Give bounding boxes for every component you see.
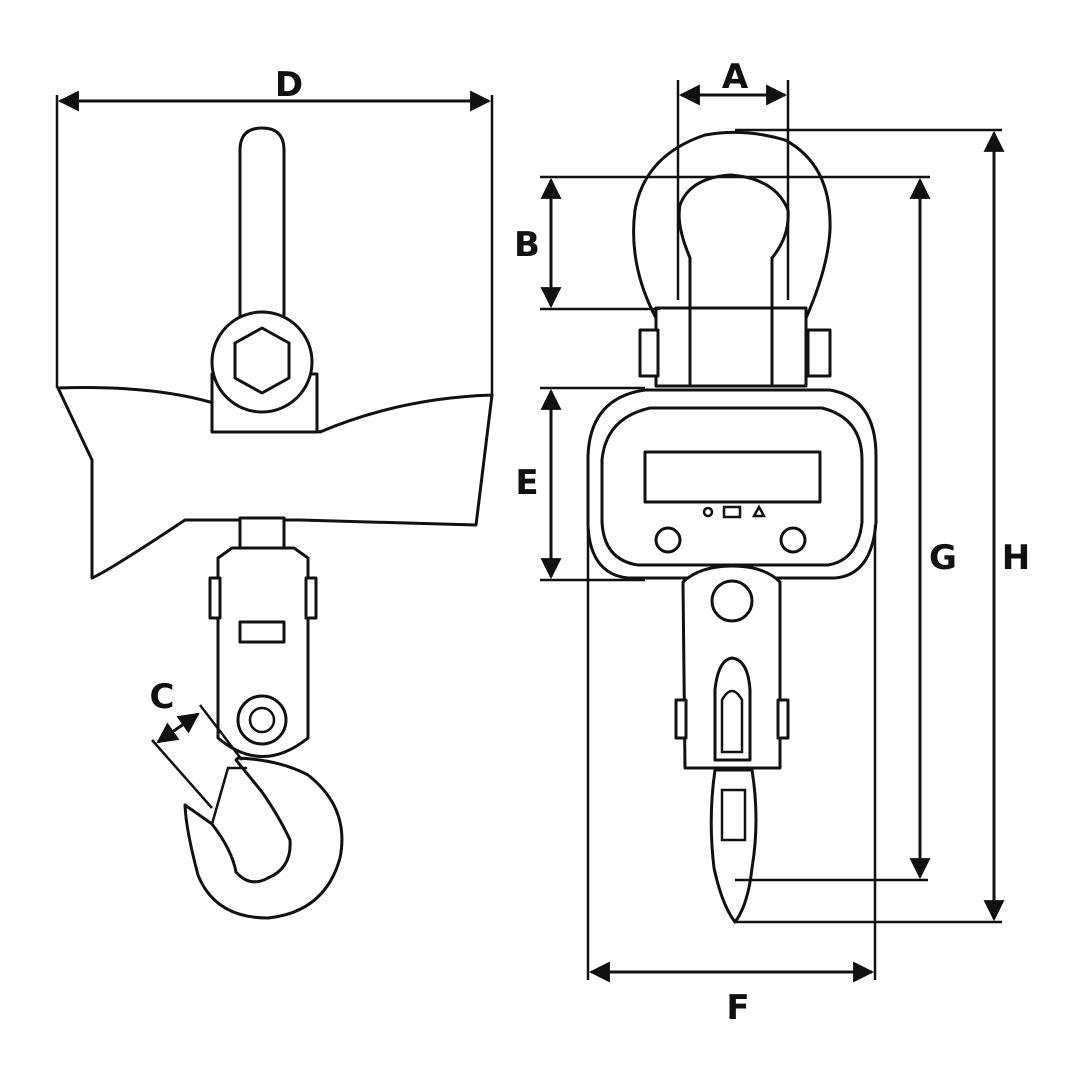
front-swivel <box>674 564 790 770</box>
front-shackle <box>632 130 832 388</box>
side-body <box>55 95 494 580</box>
label-F: F <box>726 988 749 1028</box>
side-hook <box>183 756 344 920</box>
side-hook-swivel <box>208 516 318 758</box>
label-D: D <box>275 65 303 105</box>
side-shackle <box>210 126 319 434</box>
indicator-rect <box>722 505 742 519</box>
front-housing <box>586 388 878 580</box>
front-view <box>586 130 878 924</box>
lcd-display <box>643 450 822 504</box>
front-hook <box>709 768 758 924</box>
left-screw <box>654 526 682 554</box>
dim-C-line <box>156 712 200 744</box>
label-C: C <box>150 677 175 717</box>
right-screw <box>779 526 807 554</box>
label-B: B <box>514 225 540 265</box>
label-A: A <box>722 57 749 97</box>
label-E: E <box>515 463 538 503</box>
side-view <box>55 95 494 920</box>
label-H: H <box>1002 538 1030 578</box>
label-G: G <box>929 538 957 578</box>
dimension-labels: D A B E C F G H <box>150 57 1031 1028</box>
indicator-triangle <box>751 504 767 518</box>
dimension-lines <box>57 80 1005 983</box>
indicator-dot <box>702 506 714 518</box>
